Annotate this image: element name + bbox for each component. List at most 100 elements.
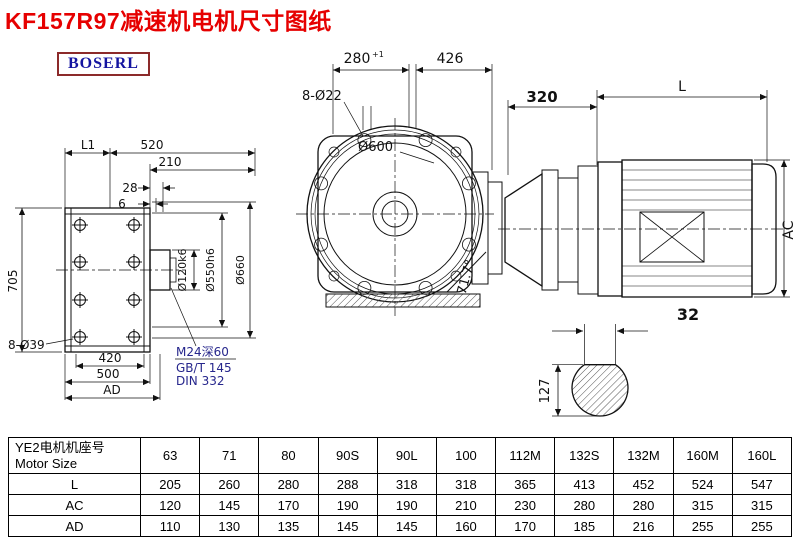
dim-520-label: 520: [141, 138, 164, 152]
motor-size-132M: 132M: [613, 437, 674, 474]
dim-L-label: L: [678, 79, 686, 95]
dim-value: 547: [731, 473, 793, 495]
dim-value: 216: [613, 515, 674, 537]
motor-size-90L: 90L: [376, 437, 437, 474]
holes-8d39-label: 8-Ø39: [8, 338, 45, 352]
dim-value: 145: [199, 494, 260, 516]
flange-bolt-hole: [461, 176, 476, 191]
dim-value: 280: [613, 494, 674, 516]
bell-housing: [504, 172, 543, 288]
holes-8d22-label: 8-Ø22: [302, 89, 342, 104]
flange-diameter-label: Ø660: [234, 255, 247, 285]
dim-420-label: 420: [99, 351, 122, 365]
motor-size-112M: 112M: [495, 437, 556, 474]
gearbox-front-view: 280 +1 426 8-Ø22 Ø600 71.7°: [296, 50, 503, 316]
dim-value: 130: [199, 515, 260, 537]
dim-value: 120: [139, 494, 201, 516]
flange-bolt-hole: [314, 237, 329, 252]
dim-value: 315: [672, 494, 733, 516]
table-header-cell: YE2电机机座号 Motor Size: [8, 437, 141, 474]
flange-bolt-hole: [418, 133, 433, 148]
dim-value: 145: [317, 515, 378, 537]
motor-size-63: 63: [139, 437, 201, 474]
dim-426-label: 426: [437, 51, 464, 67]
bolt-hole: [125, 253, 143, 271]
bolt-hole: [125, 328, 143, 346]
dim-210-label: 210: [159, 155, 182, 169]
dim-AD-label: AD: [103, 383, 120, 397]
dim-value: 190: [376, 494, 437, 516]
dim-value: 255: [672, 515, 733, 537]
dim-6-label: 6: [118, 197, 126, 211]
dim-value: 255: [731, 515, 793, 537]
dim-32-label: 32: [677, 305, 699, 324]
motor-side-view: 320 L AC: [498, 79, 797, 298]
std-din-label: DIN 332: [176, 374, 224, 388]
motor-size-160M: 160M: [672, 437, 733, 474]
std-gb-label: GB/T 145: [176, 361, 232, 375]
bolt-hole: [71, 216, 89, 234]
gearbox-side-view: 705 L1 520 210 28 6: [6, 138, 256, 402]
dim-value: 190: [317, 494, 378, 516]
dim-value: 318: [376, 473, 437, 495]
shaft-diameter-label: Ø120k6: [176, 248, 189, 291]
dim-value: 160: [435, 515, 497, 537]
dim-value: 280: [554, 494, 615, 516]
dim-value: 110: [139, 515, 201, 537]
dim-value: 288: [317, 473, 378, 495]
dim-value: 452: [613, 473, 674, 495]
base-pad: [325, 293, 481, 308]
motor-size-90S: 90S: [317, 437, 378, 474]
brand-logo-text: BOSERL: [68, 55, 139, 72]
dim-value: 145: [376, 515, 437, 537]
dim-L1-label: L1: [81, 138, 95, 152]
dim-value: 210: [435, 494, 497, 516]
flange-d600-label: Ø600: [358, 140, 393, 155]
bolt-hole: [71, 291, 89, 309]
dim-value: 260: [199, 473, 260, 495]
table-header-en: Motor Size: [15, 455, 78, 471]
bolt-hole: [71, 253, 89, 271]
dim-row-label: AD: [8, 515, 141, 537]
bolt-hole: [125, 291, 143, 309]
dim-value: 170: [495, 515, 556, 537]
dim-280-label: 280: [344, 51, 371, 67]
motor-size-100: 100: [435, 437, 497, 474]
flange-bolt-hole: [461, 237, 476, 252]
dim-value: 205: [139, 473, 201, 495]
dim-127-label: 127: [538, 379, 553, 404]
motor-size-132S: 132S: [554, 437, 615, 474]
dim-500-label: 500: [97, 367, 120, 381]
dim-row-label: L: [8, 473, 141, 495]
spigot-diameter-label: Ø550h6: [204, 248, 217, 292]
dim-value: 365: [495, 473, 556, 495]
motor-size-71: 71: [199, 437, 260, 474]
tap-note-label: M24深60: [176, 345, 229, 359]
dim-705-label: 705: [6, 270, 20, 293]
dim-value: 185: [554, 515, 615, 537]
motor-nameplate: [639, 211, 705, 263]
brand-logo: BOSERL: [57, 52, 150, 76]
flange-bolt-hole: [314, 176, 329, 191]
motor-size-80: 80: [258, 437, 319, 474]
dim-320-label: 320: [526, 88, 557, 106]
flange-bolt-hole: [357, 133, 372, 148]
motor-body: [621, 159, 753, 298]
dim-value: 135: [258, 515, 319, 537]
fan-cowl: [751, 163, 777, 295]
table-header-cn: YE2电机机座号: [15, 439, 105, 455]
dim-280-tolerance: +1: [372, 50, 384, 59]
angle-label: 71.7°: [455, 258, 479, 296]
dim-value: 280: [258, 473, 319, 495]
dim-value: 170: [258, 494, 319, 516]
dim-value: 413: [554, 473, 615, 495]
motor-size-160L: 160L: [731, 437, 793, 474]
bolt-hole: [71, 328, 89, 346]
dim-row-label: AC: [8, 494, 141, 516]
dim-AC-label: AC: [781, 220, 797, 239]
